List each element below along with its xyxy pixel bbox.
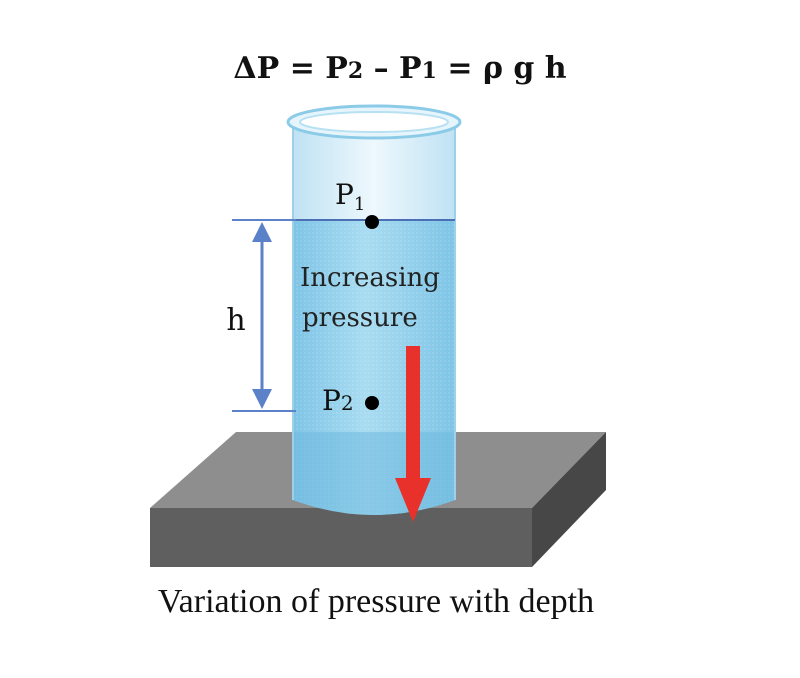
label-increasing: Increasing [300, 263, 440, 293]
arrow-shaft [406, 346, 420, 482]
dimension-arrow-up [252, 222, 272, 242]
equation: ΔP = P2 – P1 = ρ g h [233, 51, 566, 86]
point-p1-dot [365, 215, 379, 229]
label-pressure: pressure [302, 303, 418, 333]
dimension-arrow-down [252, 389, 272, 409]
plate-front [150, 508, 532, 567]
plate-side [532, 432, 606, 567]
increasing-pressure-arrow [395, 346, 431, 522]
point-p2-dot [365, 396, 379, 410]
beaker-rim-inner [299, 111, 449, 133]
liquid-bottom [293, 432, 455, 515]
caption: Variation of pressure with depth [158, 583, 594, 620]
label-p1: P1 [335, 178, 365, 215]
height-dimension [232, 219, 296, 412]
arrow-head [395, 478, 431, 522]
label-height: h [226, 303, 245, 338]
label-p2: P2 [322, 384, 354, 417]
